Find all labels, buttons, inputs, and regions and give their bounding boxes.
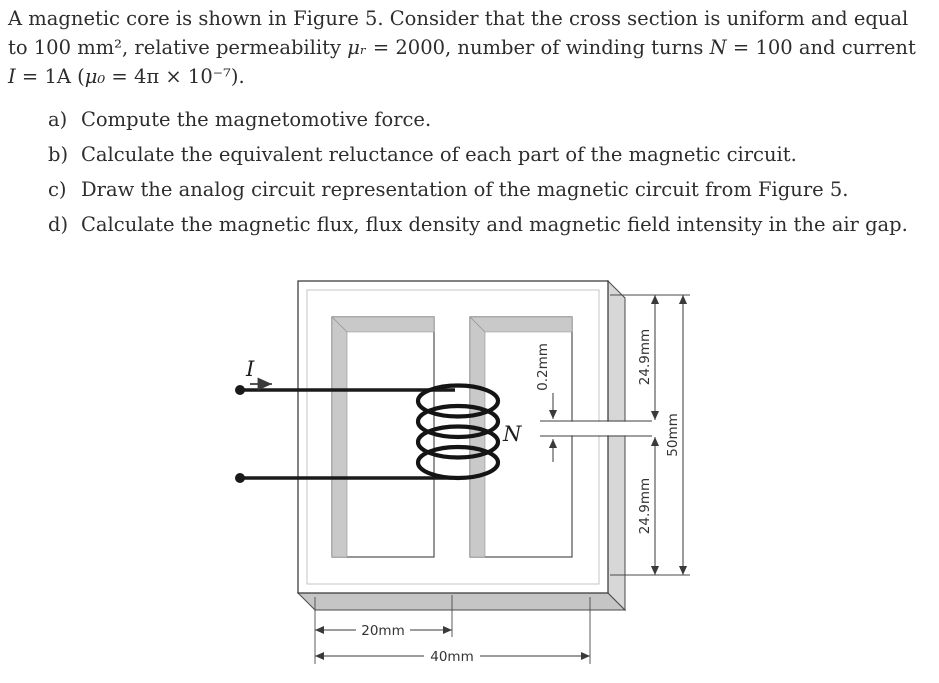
- center-width-dim-label: 20mm: [361, 623, 404, 639]
- current-annotation: I: [245, 357, 272, 391]
- item-d-label: d): [48, 213, 69, 236]
- right-window: [469, 316, 573, 558]
- item-a-label: a): [48, 108, 68, 131]
- air-gap-band: [556, 421, 630, 436]
- dim-air-gap: 0.2mm: [535, 343, 558, 462]
- intro-line-2: to 100 mm², relative permeability μᵣ = 2…: [8, 33, 934, 62]
- symbol-n: N: [709, 36, 727, 59]
- intro-line3-seg3: = 4π × 10⁻⁷).: [105, 65, 245, 88]
- total-height-dim-label: 50mm: [665, 413, 681, 456]
- item-c-text: Draw the analog circuit representation o…: [81, 178, 849, 201]
- intro-line2-seg2: = 2000, number of winding turns: [366, 36, 710, 59]
- air-gap-dim-label: 0.2mm: [535, 343, 551, 391]
- dim-right-side: 24.9mm 24.9mm 50mm: [610, 294, 690, 576]
- item-b-label: b): [48, 143, 69, 166]
- question-item-d: d) Calculate the magnetic flux, flux den…: [8, 207, 934, 242]
- current-label: I: [245, 357, 255, 381]
- symbol-i: I: [8, 65, 16, 88]
- left-window-top-reveal: [331, 316, 435, 333]
- question-item-c: c) Draw the analog circuit representatio…: [8, 172, 934, 207]
- intro-line2-seg4: = 100 and current: [726, 36, 916, 59]
- core-inner-line: [306, 289, 600, 585]
- left-window-opening: [331, 316, 435, 558]
- lower-right-dim-label: 24.9mm: [637, 478, 653, 534]
- symbol-mu-r: μᵣ: [347, 36, 367, 59]
- coil-turn-2: [415, 403, 501, 440]
- core-right-face: [607, 279, 626, 612]
- problem-statement: A magnetic core is shown in Figure 5. Co…: [8, 4, 934, 242]
- left-window: [331, 316, 435, 558]
- left-window-side-reveal: [331, 316, 348, 558]
- symbol-mu-0: μ₀: [84, 65, 106, 88]
- coil-turn-1: [415, 383, 501, 419]
- total-width-dim-label: 40mm: [430, 649, 473, 665]
- intro-line3-seg1: = 1A (: [15, 65, 85, 88]
- item-b-text: Calculate the equivalent reluctance of e…: [81, 143, 797, 166]
- coil-turn-4: [415, 444, 501, 481]
- upper-right-dim-label: 24.9mm: [637, 329, 653, 385]
- item-d-text: Calculate the magnetic flux, flux densit…: [81, 213, 908, 236]
- figure-5: 0.2mm 24.9mm 24.9mm 50mm 20mm 40mm I: [0, 264, 939, 679]
- question-list: a) Compute the magnetomotive force. b) C…: [8, 102, 934, 242]
- wire-terminal-top: [235, 385, 245, 395]
- question-item-a: a) Compute the magnetomotive force.: [8, 102, 934, 137]
- coil-turn-3: [415, 424, 501, 460]
- item-a-text: Compute the magnetomotive force.: [81, 108, 432, 131]
- core-bottom-face: [296, 592, 627, 611]
- item-c-label: c): [48, 178, 67, 201]
- question-item-b: b) Calculate the equivalent reluctance o…: [8, 137, 934, 172]
- intro-line-3: I = 1A (μ₀ = 4π × 10⁻⁷).: [8, 62, 934, 91]
- wire-terminal-bottom: [235, 473, 245, 483]
- dim-bottom: 20mm 40mm: [314, 595, 591, 665]
- intro-line2-seg0: to 100 mm², relative permeability: [8, 36, 348, 59]
- coil: N: [415, 383, 522, 481]
- input-wires: [235, 385, 455, 483]
- air-gap: [540, 420, 652, 437]
- coil-turns-label: N: [502, 422, 522, 446]
- magnetic-core-diagram: 0.2mm 24.9mm 24.9mm 50mm 20mm 40mm I: [235, 279, 690, 665]
- intro-line-1: A magnetic core is shown in Figure 5. Co…: [8, 7, 909, 30]
- right-window-top-reveal: [469, 316, 573, 333]
